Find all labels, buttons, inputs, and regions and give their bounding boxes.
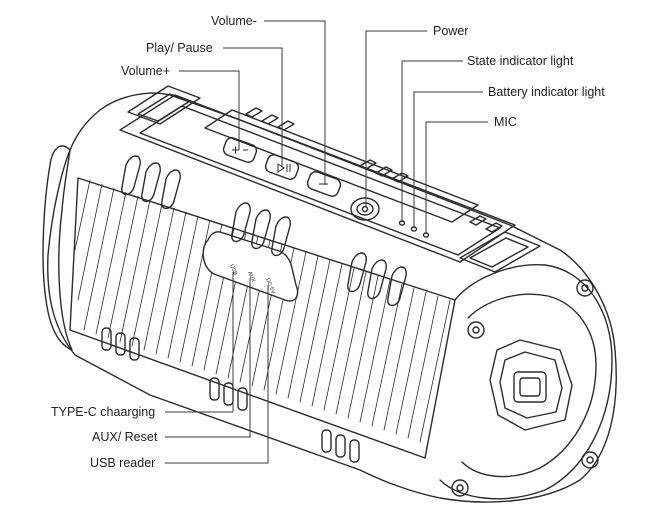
- left-end-cap: [42, 145, 73, 351]
- right-cross-button: [489, 339, 573, 431]
- leader-battery: [413, 91, 483, 228]
- vent-slots-middle: [231, 202, 291, 257]
- label-volume-plus: Volume+: [121, 64, 170, 78]
- label-state-indicator: State indicator light: [467, 54, 574, 68]
- button-symbols: [232, 146, 328, 185]
- leader-volume-minus: [264, 20, 326, 185]
- vent-slots-left: [121, 155, 181, 210]
- top-panel: [119, 94, 516, 263]
- leader-usb: [165, 285, 269, 464]
- label-battery-indicator: Battery indicator light: [488, 85, 605, 99]
- label-play-pause: Play/ Pause: [146, 41, 213, 55]
- play-pause-symbol: [277, 163, 291, 173]
- top-edge-bumps: [245, 107, 503, 233]
- front-grille: [69, 177, 456, 459]
- label-volume-minus: Volume-: [211, 14, 257, 28]
- leader-type-c: [165, 272, 234, 413]
- port-panel: [202, 231, 299, 302]
- grille-lines: [74, 179, 451, 443]
- port-label-dc: DC 5V: [264, 278, 276, 296]
- vent-slots-right: [347, 252, 407, 307]
- port-label-usb: USB: [228, 264, 238, 277]
- leader-mic: [425, 121, 488, 234]
- label-type-c: TYPE-C chaarging: [51, 405, 156, 419]
- leader-volume-plus: [179, 70, 240, 150]
- vol-plus-symbol: [232, 146, 248, 154]
- speaker-body-outline: [47, 92, 617, 503]
- leader-aux: [165, 278, 251, 438]
- label-power: Power: [433, 24, 469, 38]
- top-rail-left: [127, 85, 201, 125]
- label-mic: MIC: [494, 115, 517, 129]
- label-usb-reader: USB reader: [90, 456, 156, 470]
- leader-play-pause: [223, 47, 283, 166]
- top-buttons: [222, 137, 380, 221]
- leader-state: [401, 60, 463, 222]
- top-rail-right: [459, 231, 541, 273]
- port-label-aux: AUX: [246, 271, 256, 284]
- label-aux-reset: AUX/ Reset: [92, 430, 158, 444]
- leader-power: [365, 30, 427, 207]
- right-end-cap: [439, 263, 613, 500]
- leader-lines: [165, 20, 488, 464]
